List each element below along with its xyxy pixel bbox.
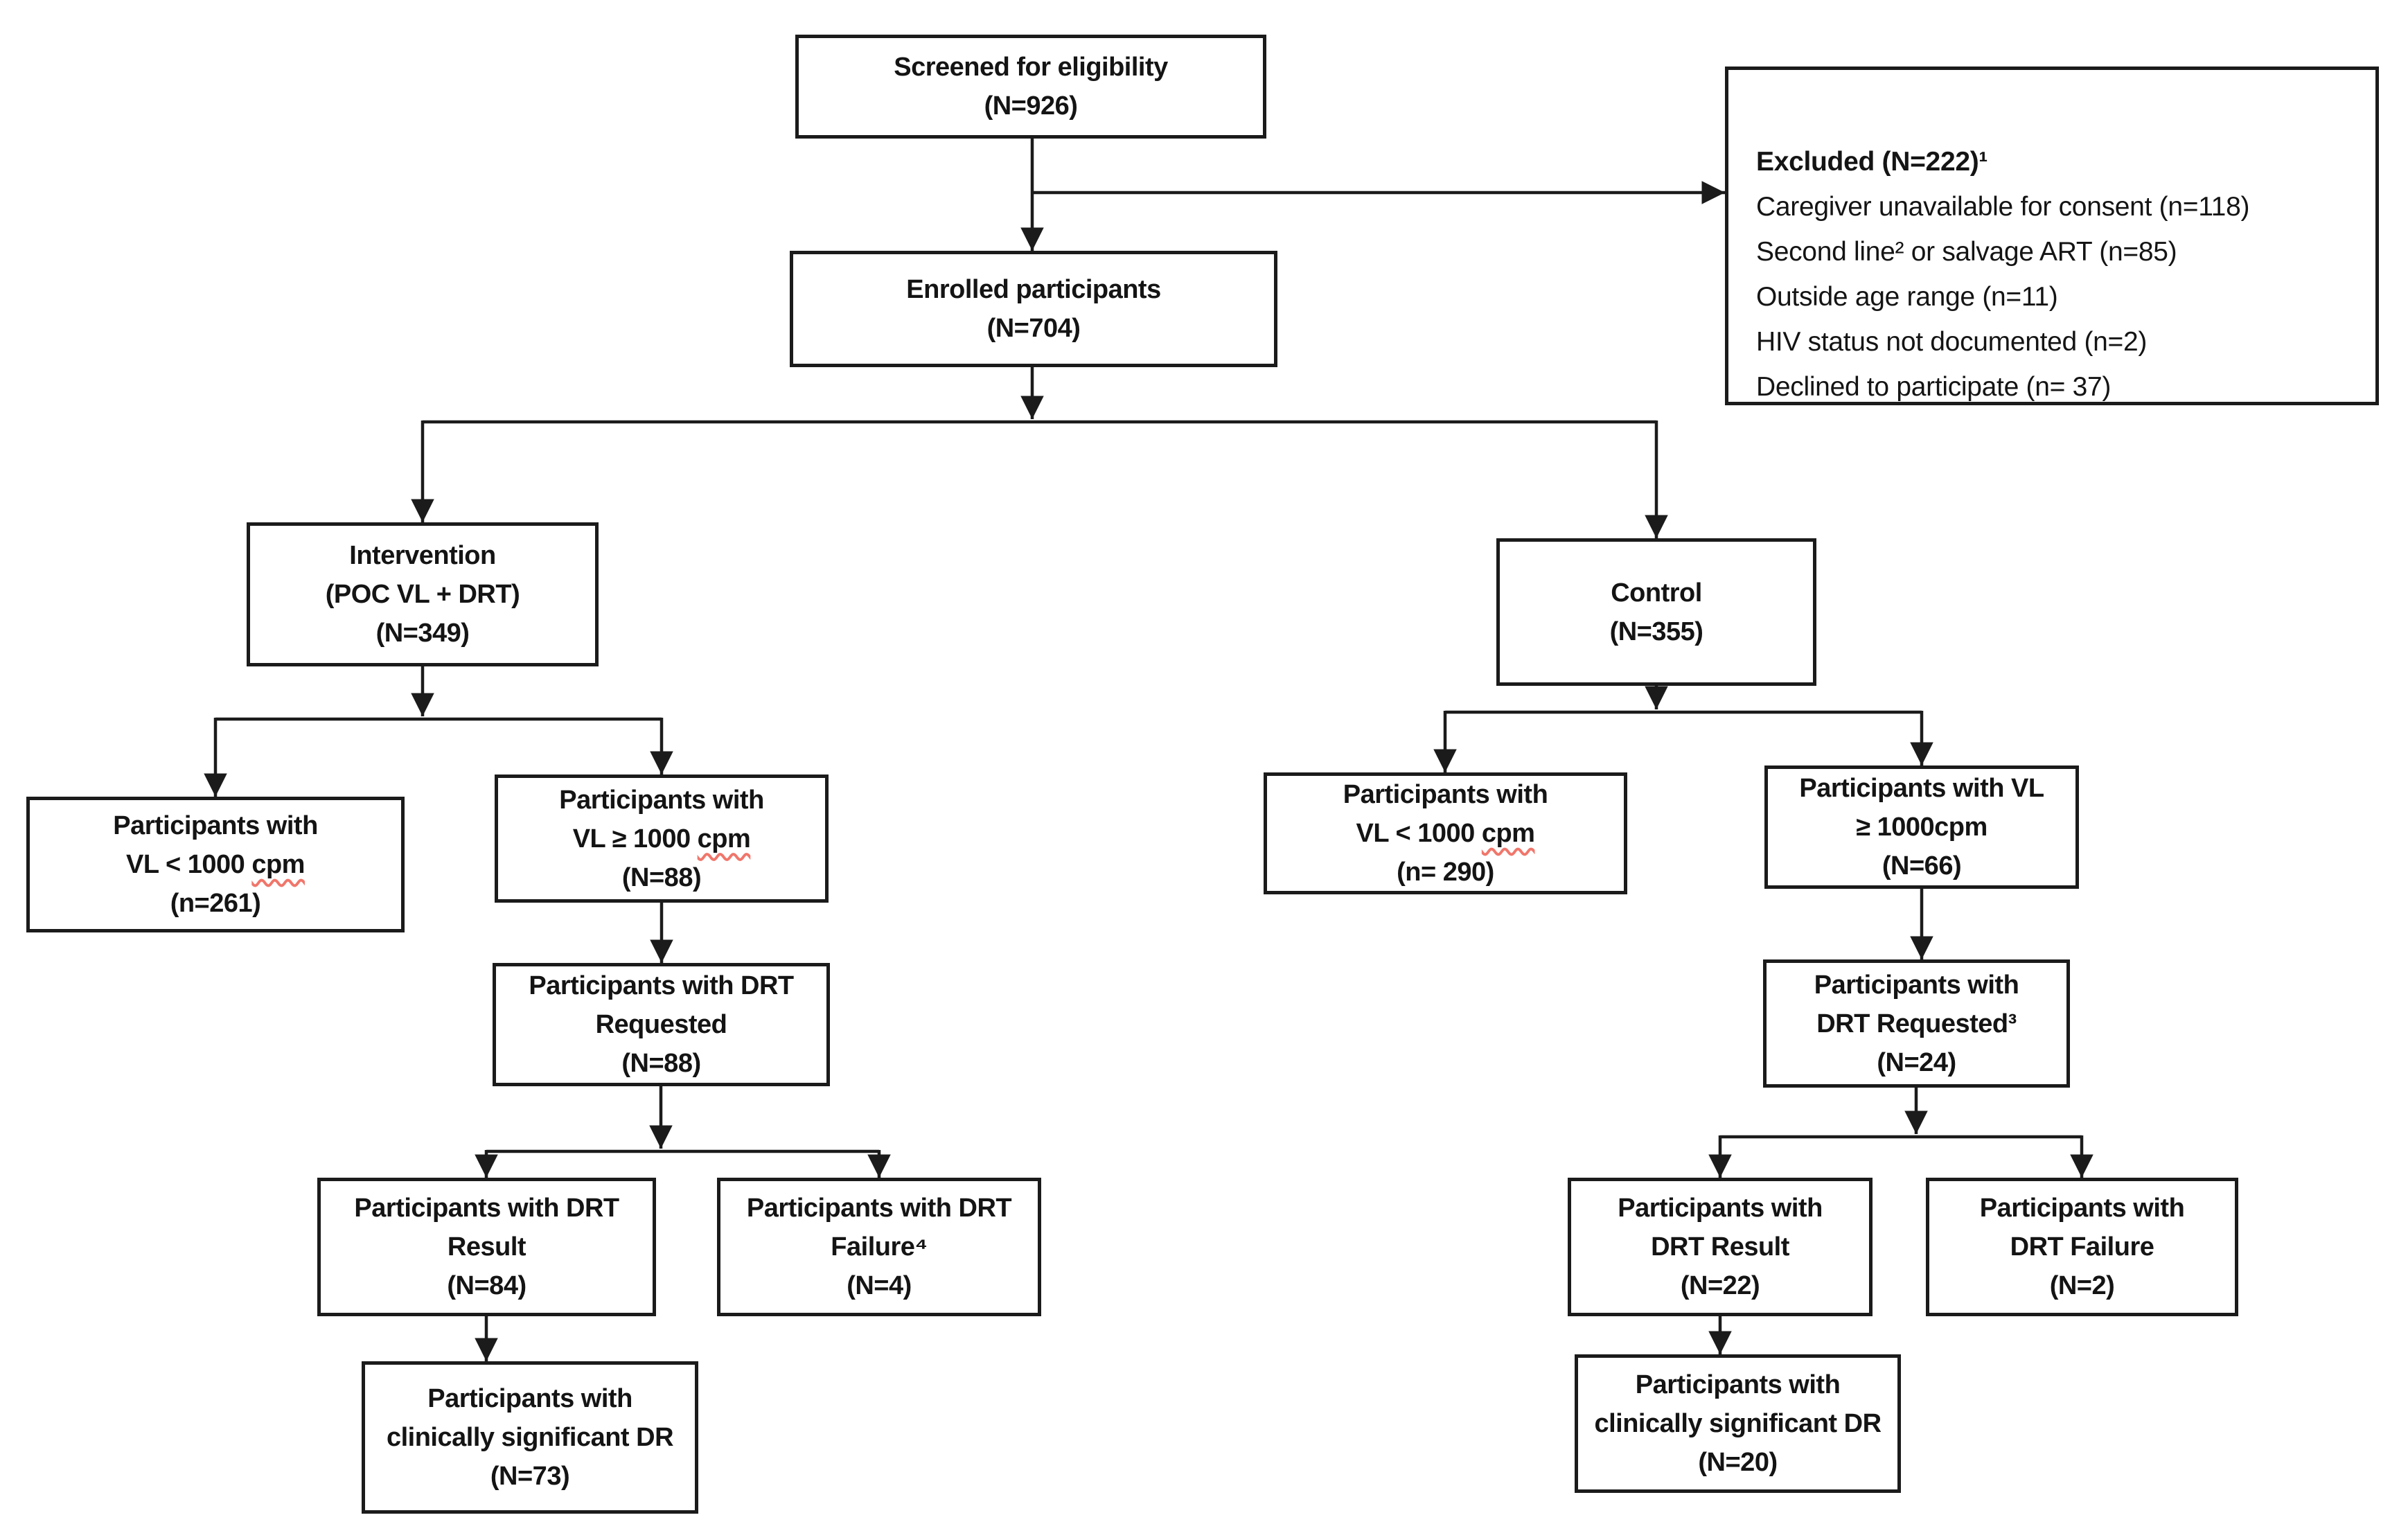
node-line: (POC VL + DRT) [325,580,520,609]
node-count: (n= 290) [1397,858,1494,887]
node-control-drt-result: Participants with DRT Result (N=22) [1568,1178,1873,1316]
node-line: clinically significant DR [1594,1409,1882,1438]
node-line: VL ≥ 1000 cpm [573,820,751,858]
node-intervention-drt-failure: Participants with DRT Failure⁴ (N=4) [717,1178,1041,1316]
node-line: Enrolled participants [906,275,1161,304]
node-line: clinically significant DR [386,1423,674,1452]
spellcheck-squiggle-word: cpm [697,824,751,853]
node-line-text: VL < 1000 [126,850,252,879]
node-count: (N=2) [2049,1271,2115,1300]
node-count: (N=84) [447,1271,526,1300]
node-enrolled: Enrolled participants (N=704) [790,251,1277,367]
excluded-title: Excluded (N=222)¹ [1756,147,1988,177]
excluded-item: Outside age range (n=11) [1756,282,2058,312]
node-line: Participants with [113,811,318,840]
node-line: VL < 1000 cpm [1356,814,1535,853]
node-control-drt-failure: Participants with DRT Failure (N=2) [1926,1178,2238,1316]
excluded-item: HIV status not documented (n=2) [1756,327,2148,357]
node-intervention-vl-low: Participants with VL < 1000 cpm (n=261) [26,797,405,932]
node-count: (N=24) [1877,1047,1956,1077]
node-count: (N=66) [1882,851,1962,880]
node-screened: Screened for eligibility (N=926) [795,35,1266,139]
node-line: DRT Failure [2010,1232,2154,1262]
node-line: Participants with DRT [746,1194,1012,1223]
node-control-vl-high: Participants with VL ≥ 1000cpm (N=66) [1764,765,2079,889]
node-count: (N=88) [621,862,702,892]
node-line: VL < 1000 cpm [126,845,305,884]
node-line: ≥ 1000cpm [1856,813,1988,842]
node-line: Failure⁴ [831,1232,928,1262]
node-line: Participants with [1635,1370,1841,1399]
node-count: (N=704) [986,314,1081,343]
node-count: (N=355) [1609,617,1703,646]
node-line: Participants with [427,1384,632,1413]
node-line: DRT Requested³ [1816,1009,2017,1038]
node-control: Control (N=355) [1496,538,1816,686]
node-count: (N=349) [375,619,470,648]
excluded-item: Second line² or salvage ART (n=85) [1756,237,2177,267]
node-line: Participants with VL [1799,774,2044,803]
node-line: Participants with [1343,780,1548,809]
node-intervention-drt-result: Participants with DRT Result (N=84) [317,1178,656,1316]
node-line: Result [447,1232,526,1262]
node-count: (N=4) [847,1271,912,1300]
node-line: Participants with [559,785,764,815]
node-count: (n=261) [170,889,261,918]
node-line: Participants with [1814,970,2019,1000]
node-excluded: Excluded (N=222)¹ Caregiver unavailable … [1725,67,2379,405]
node-line: Requested [595,1010,727,1039]
node-line: Participants with DRT [529,971,794,1000]
node-line: Participants with [1618,1194,1823,1223]
node-line: Participants with DRT [354,1194,619,1223]
node-line: Participants with [1979,1194,2185,1223]
node-control-drt-requested: Participants with DRT Requested³ (N=24) [1763,959,2070,1088]
node-line-text: VL < 1000 [1356,819,1482,848]
node-count: (N=22) [1680,1271,1760,1300]
node-count: (N=88) [621,1049,701,1078]
spellcheck-squiggle-word: cpm [1481,819,1535,848]
node-intervention-significant-dr: Participants with clinically significant… [362,1361,698,1514]
node-line: Screened for eligibility [894,53,1168,82]
node-line: DRT Result [1651,1232,1789,1262]
excluded-item: Declined to participate (n= 37) [1756,372,2112,402]
node-count: (N=20) [1698,1448,1778,1477]
node-line-text: VL ≥ 1000 [572,824,698,853]
node-control-significant-dr: Participants with clinically significant… [1575,1354,1901,1493]
node-intervention: Intervention (POC VL + DRT) (N=349) [247,522,599,666]
spellcheck-squiggle-word: cpm [251,850,305,879]
node-control-vl-low: Participants with VL < 1000 cpm (n= 290) [1264,772,1627,894]
node-intervention-drt-requested: Participants with DRT Requested (N=88) [493,963,830,1086]
node-intervention-vl-high: Participants with VL ≥ 1000 cpm (N=88) [495,775,829,903]
node-line: Control [1611,578,1702,608]
node-line: Intervention [349,541,496,570]
node-count: (N=73) [490,1462,570,1491]
node-count: (N=926) [984,91,1078,121]
excluded-item: Caregiver unavailable for consent (n=118… [1756,192,2250,222]
